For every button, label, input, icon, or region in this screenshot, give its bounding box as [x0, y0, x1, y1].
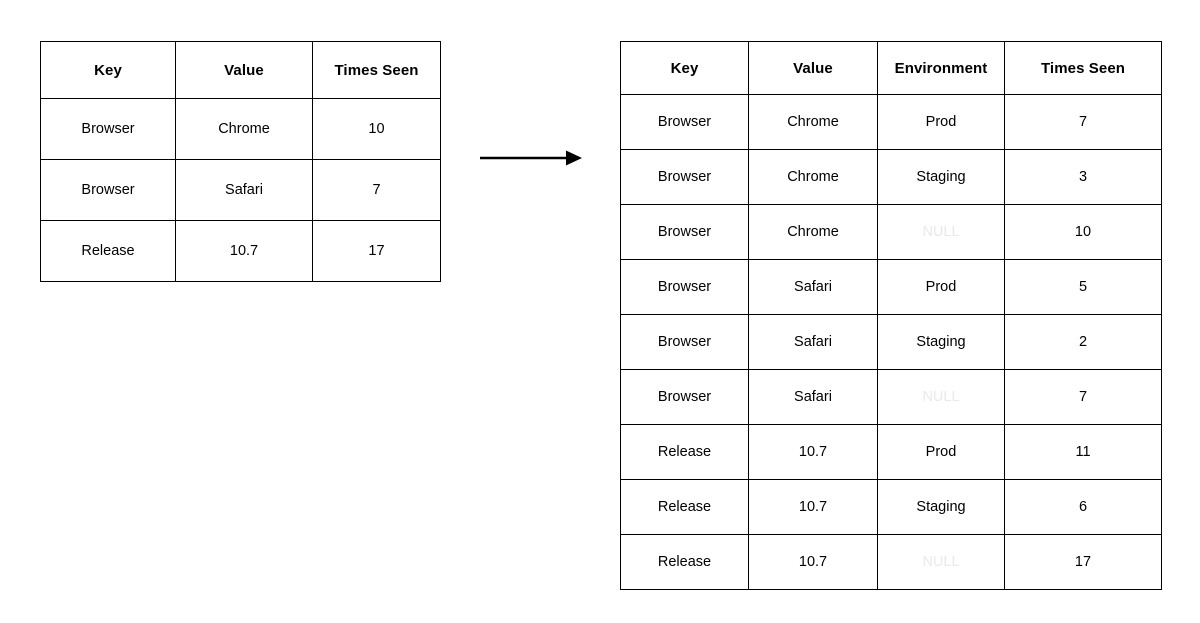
cell-value: Safari	[748, 314, 878, 370]
cell-times-seen: 5	[1004, 259, 1162, 315]
cell-times-seen: 10	[1004, 204, 1162, 260]
column-header-value: Value	[175, 41, 313, 99]
cell-environment-null: NULL	[877, 534, 1005, 590]
cell-times-seen: 7	[1004, 94, 1162, 150]
table-header-row: Key Value Environment Times Seen	[620, 41, 1162, 95]
cell-times-seen: 6	[1004, 479, 1162, 535]
cell-value: 10.7	[175, 220, 313, 282]
cell-key: Browser	[620, 149, 749, 205]
cell-environment: Prod	[877, 259, 1005, 315]
cell-value: Safari	[175, 159, 313, 221]
column-header-times-seen: Times Seen	[312, 41, 441, 99]
cell-value: Safari	[748, 369, 878, 425]
cell-times-seen: 7	[1004, 369, 1162, 425]
column-header-value: Value	[748, 41, 878, 95]
cell-times-seen: 17	[1004, 534, 1162, 590]
cell-environment-null: NULL	[877, 369, 1005, 425]
cell-times-seen: 17	[312, 220, 441, 282]
cell-environment: Prod	[877, 424, 1005, 480]
cell-key: Browser	[40, 159, 176, 221]
cell-key: Release	[40, 220, 176, 282]
cell-key: Release	[620, 424, 749, 480]
column-header-environment: Environment	[877, 41, 1005, 95]
cell-key: Browser	[620, 204, 749, 260]
column-header-key: Key	[40, 41, 176, 99]
cell-key: Browser	[620, 314, 749, 370]
cell-times-seen: 2	[1004, 314, 1162, 370]
cell-key: Browser	[620, 94, 749, 150]
cell-value: 10.7	[748, 424, 878, 480]
cell-key: Release	[620, 479, 749, 535]
cell-value: Chrome	[748, 149, 878, 205]
cell-environment: Staging	[877, 314, 1005, 370]
cell-key: Browser	[620, 259, 749, 315]
column-header-times-seen: Times Seen	[1004, 41, 1162, 95]
cell-value: Chrome	[748, 204, 878, 260]
cell-value: 10.7	[748, 479, 878, 535]
expanded-table-header: Key Value Environment Times Seen	[620, 41, 1162, 95]
table-header-row: Key Value Times Seen	[40, 41, 441, 99]
cell-times-seen: 7	[312, 159, 441, 221]
cell-value: Chrome	[748, 94, 878, 150]
expanded-table: Key Value Environment Times Seen Browser…	[620, 41, 1162, 590]
cell-environment: Staging	[877, 149, 1005, 205]
cell-key: Browser	[40, 98, 176, 160]
cell-key: Release	[620, 534, 749, 590]
column-header-key: Key	[620, 41, 749, 95]
cell-times-seen: 10	[312, 98, 441, 160]
cell-environment: Staging	[877, 479, 1005, 535]
cell-value: 10.7	[748, 534, 878, 590]
cell-key: Browser	[620, 369, 749, 425]
source-table-header: Key Value Times Seen	[40, 41, 441, 99]
cell-times-seen: 11	[1004, 424, 1162, 480]
cell-times-seen: 3	[1004, 149, 1162, 205]
cell-value: Chrome	[175, 98, 313, 160]
cell-value: Safari	[748, 259, 878, 315]
cell-environment-null: NULL	[877, 204, 1005, 260]
right-arrow-icon	[474, 142, 586, 174]
cell-environment: Prod	[877, 94, 1005, 150]
